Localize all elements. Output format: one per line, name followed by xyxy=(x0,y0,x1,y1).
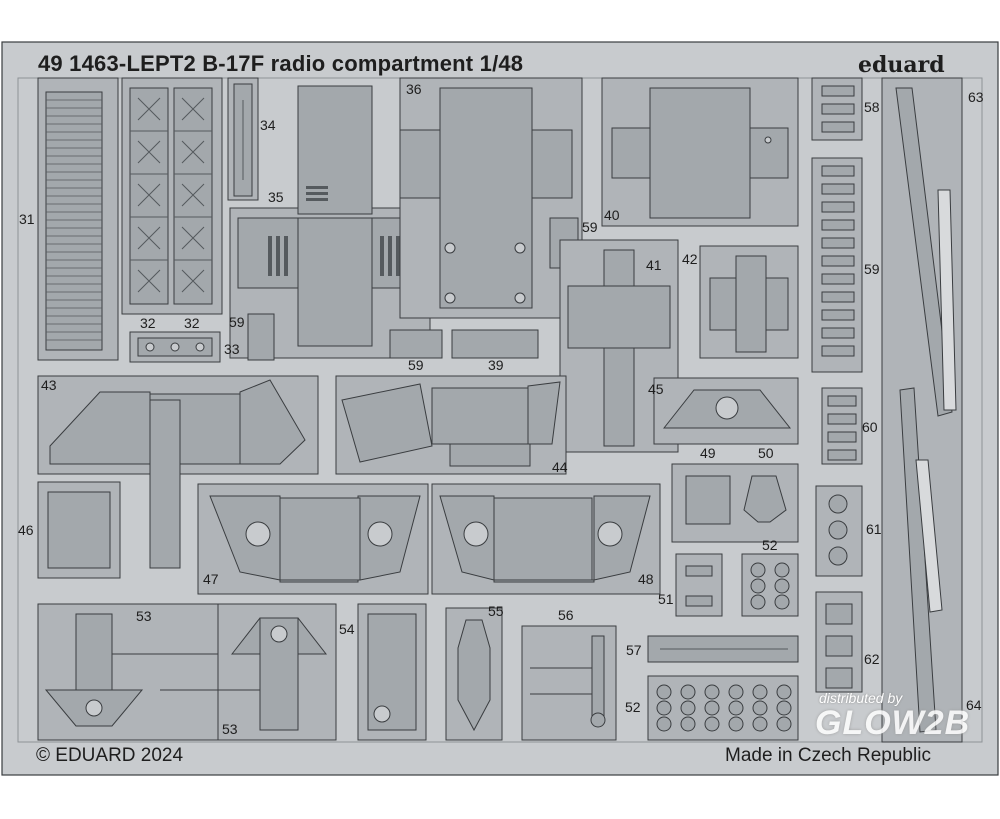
part-35-vents xyxy=(268,186,400,276)
brand-logo-text: eduard xyxy=(858,52,945,78)
part-51-frame xyxy=(675,553,723,617)
part-number-55: 55 xyxy=(488,603,504,619)
part-32a xyxy=(129,87,169,305)
part-49 xyxy=(685,475,731,525)
part-36-wing-l xyxy=(399,129,441,199)
part-number-39: 39 xyxy=(488,357,504,373)
part-36-holes xyxy=(444,242,526,304)
part-number-41: 41 xyxy=(646,257,662,273)
part-59-small-b xyxy=(247,313,275,361)
origin-text: Made in Czech Republic xyxy=(725,745,931,766)
part-number-58: 58 xyxy=(864,99,880,115)
part-44-right xyxy=(527,381,561,445)
part-46 xyxy=(47,491,111,569)
part-number-35: 35 xyxy=(268,189,284,205)
part-64 xyxy=(899,387,937,733)
part-42-center xyxy=(735,255,767,353)
part-number-44: 44 xyxy=(552,459,568,475)
part-40-wing-l xyxy=(611,127,651,179)
part-36 xyxy=(439,87,533,309)
part-number-45: 45 xyxy=(648,381,664,397)
part-40-wing-r xyxy=(749,127,789,179)
part-number-43: 43 xyxy=(41,377,57,393)
watermark-line1: distributed by xyxy=(819,690,903,706)
part-number-32a: 32 xyxy=(140,315,156,331)
part-number-50: 50 xyxy=(758,445,774,461)
part-number-47: 47 xyxy=(203,571,219,587)
part-number-49: 49 xyxy=(700,445,716,461)
part-59-small-a xyxy=(389,329,443,359)
part-41-horiz xyxy=(567,285,671,349)
part-number-59b: 59 xyxy=(408,357,424,373)
part-48-plate xyxy=(493,497,593,581)
part-31-teeth xyxy=(46,99,102,341)
part-number-33: 33 xyxy=(224,341,240,357)
part-number-61: 61 xyxy=(866,521,882,537)
part-32b xyxy=(173,87,213,305)
part-number-57: 57 xyxy=(626,642,642,658)
part-number-51: 51 xyxy=(658,591,674,607)
part-number-36: 36 xyxy=(406,81,422,97)
part-number-48: 48 xyxy=(638,571,654,587)
part-44-base xyxy=(449,443,531,467)
part-number-59d: 59 xyxy=(864,261,880,277)
part-64-dotted xyxy=(915,459,943,613)
distributor-watermark: distributed by GLOW2B xyxy=(815,690,985,750)
part-number-53b: 53 xyxy=(222,721,238,737)
part-44-left xyxy=(341,383,433,463)
part-number-56: 56 xyxy=(558,607,574,623)
part-53-left-frame xyxy=(37,603,219,741)
part-39 xyxy=(451,329,539,359)
part-50 xyxy=(743,475,787,523)
part-31-strip xyxy=(45,91,103,351)
part-43-stem xyxy=(149,399,181,569)
part-number-60: 60 xyxy=(862,419,878,435)
part-number-59a: 59 xyxy=(229,314,245,330)
copyright-text: © EDUARD 2024 xyxy=(36,745,184,766)
part-51a xyxy=(685,565,713,577)
part-51b xyxy=(685,595,713,607)
part-number-53a: 53 xyxy=(136,608,152,624)
part-52-bottom-frame xyxy=(647,675,799,741)
part-32-cells xyxy=(130,97,212,293)
watermark-logo: GLOW2B xyxy=(815,704,971,742)
part-number-62: 62 xyxy=(864,651,880,667)
part-52-top-frame xyxy=(741,553,799,617)
sheet-title: 49 1463-LEPT2 B-17F radio compartment 1/… xyxy=(38,51,524,76)
part-56-rod xyxy=(591,635,605,717)
part-47-plate xyxy=(279,497,361,581)
part-number-32b: 32 xyxy=(184,315,200,331)
part-number-40: 40 xyxy=(604,207,620,223)
part-53-left xyxy=(75,613,113,691)
part-number-42: 42 xyxy=(682,251,698,267)
part-55 xyxy=(457,619,491,732)
part-number-52b: 52 xyxy=(625,699,641,715)
part-number-64: 64 xyxy=(966,697,982,713)
part-number-54: 54 xyxy=(339,621,355,637)
part-44-center xyxy=(431,387,529,445)
part-63 xyxy=(895,87,953,417)
part-number-52a: 52 xyxy=(762,537,778,553)
part-40 xyxy=(649,87,751,219)
part-number-63: 63 xyxy=(968,89,984,105)
part-number-59c: 59 xyxy=(582,219,598,235)
part-63-dotted xyxy=(937,189,957,411)
part-36-wing-r xyxy=(531,129,573,199)
part-number-31: 31 xyxy=(19,211,35,227)
part-52-discs xyxy=(656,684,792,732)
part-number-46: 46 xyxy=(18,522,34,538)
part-35-center xyxy=(297,217,373,347)
part-43-flap xyxy=(239,379,306,465)
part-number-34: 34 xyxy=(260,117,276,133)
part-59-tabs xyxy=(821,165,855,357)
